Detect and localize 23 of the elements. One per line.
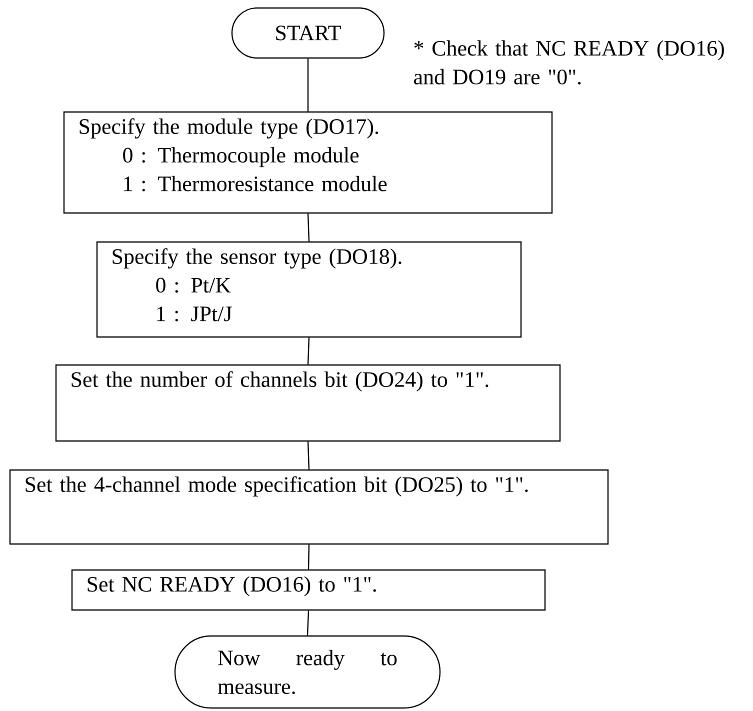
connector-line — [307, 58, 309, 112]
connector-line — [308, 544, 310, 570]
connector-line — [306, 610, 310, 636]
node-label: 0 : Thermocouple module — [123, 147, 359, 168]
process-box — [63, 111, 553, 214]
node-label: 1 : JPt/J — [157, 306, 232, 322]
node-label: 0 : Pt/K — [156, 278, 231, 293]
connector-line — [307, 442, 310, 470]
node-label: Specify the module type (DO17). — [80, 118, 378, 139]
terminal-box: START — [231, 7, 385, 59]
connector-line — [307, 214, 310, 242]
connector-line — [307, 338, 310, 364]
process-box — [9, 469, 609, 545]
note-text: * Check that NC READY (DO16) and DO19 are "0". — [414, 40, 724, 85]
process-box — [55, 364, 561, 442]
node-label: Set the number of channels bit (DO24) to "1". — [72, 371, 488, 392]
terminal-box: Now ready to measure. — [174, 635, 441, 709]
node-label: Specify the sensor type (DO18). — [112, 248, 402, 269]
node-label: 1 : Thermoresistance module — [124, 176, 387, 192]
process-box — [96, 241, 522, 338]
node-label: Set the 4-channel mode specification bit (DO25) to "1". — [26, 476, 528, 496]
process-box — [71, 569, 546, 611]
node-label: Set NC READY (DO16) to "1". — [88, 576, 376, 596]
